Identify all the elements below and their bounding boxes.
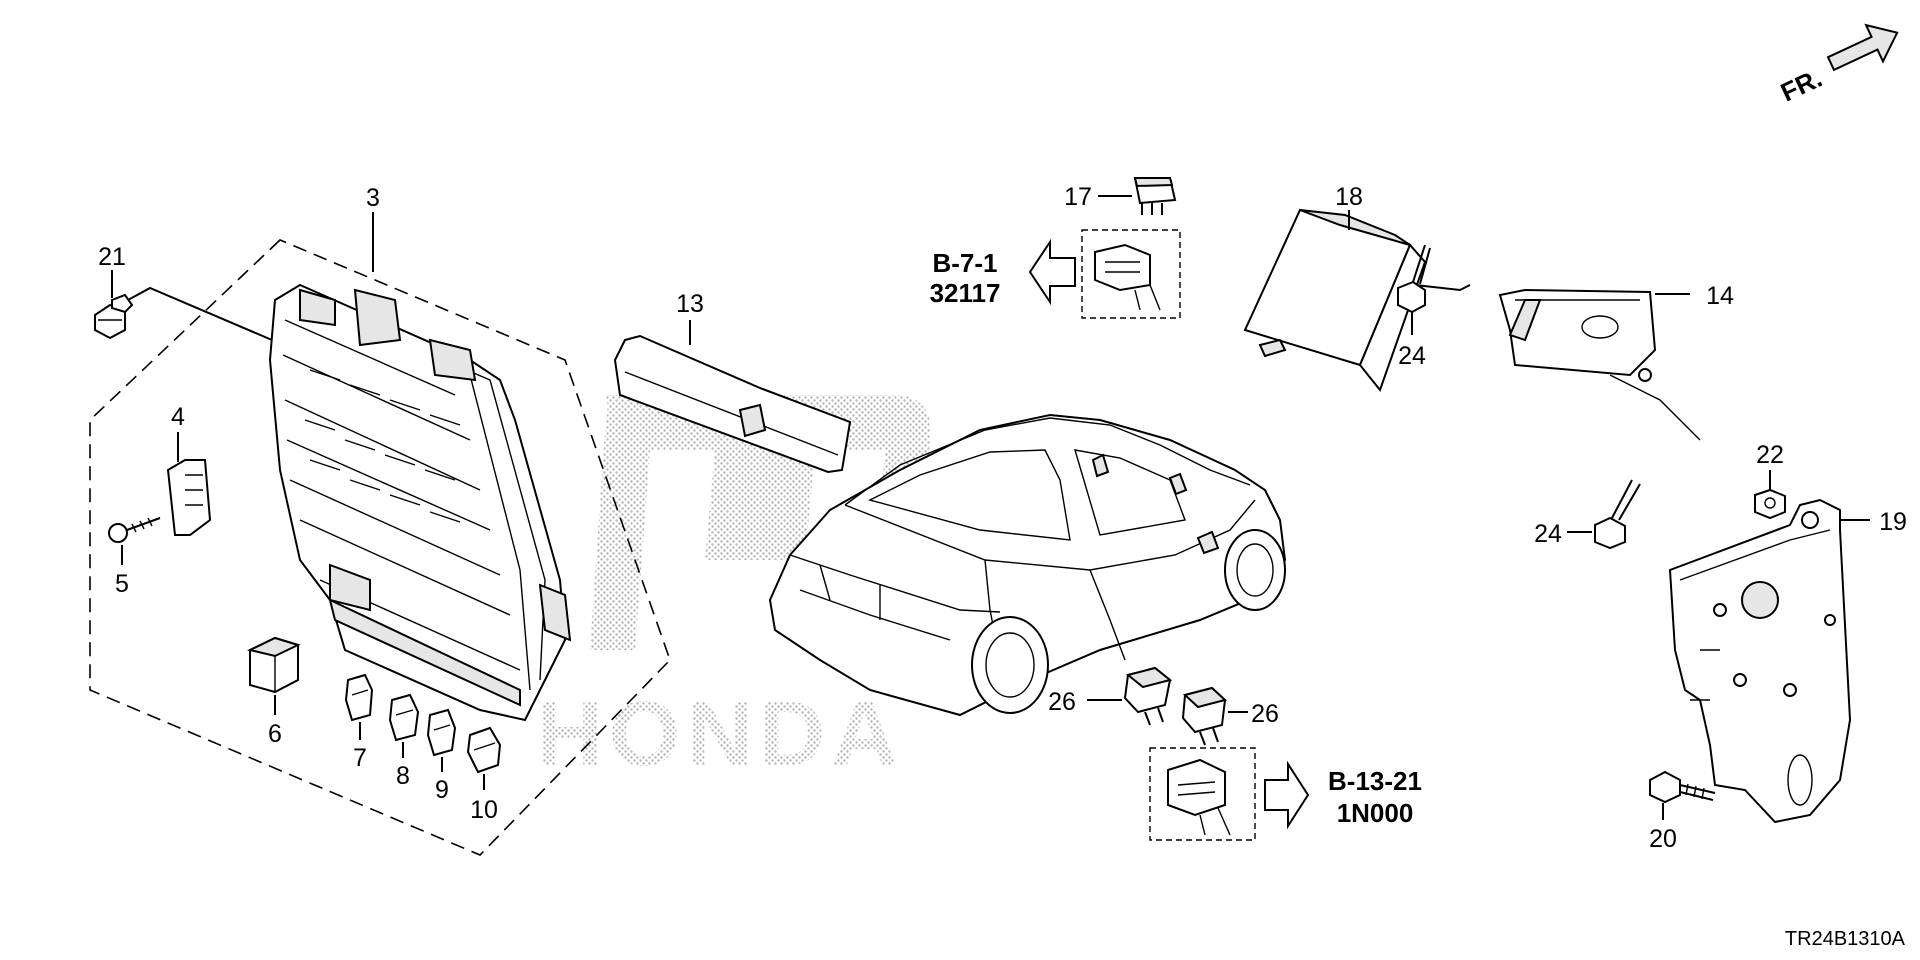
ref-b71-line2: 32117 <box>930 278 1001 308</box>
callout-8: 8 <box>396 762 410 790</box>
bolt-20 <box>1649 770 1716 804</box>
connector-b71-box <box>1081 229 1181 319</box>
reference-arrow-b1321-icon <box>1264 760 1310 830</box>
callout-10: 10 <box>470 796 498 824</box>
fuse-box-dashed-outline <box>89 239 671 856</box>
front-label: FR. <box>1776 63 1827 108</box>
relay-cover-6 <box>247 636 301 694</box>
connector-b1321-group: B-13-21 1N000 <box>1149 747 1422 841</box>
callout-5: 5 <box>115 570 129 598</box>
figure-code: TR24B1310A <box>1785 928 1906 950</box>
callout-4: 4 <box>171 403 185 431</box>
callout-21: 21 <box>98 243 126 271</box>
callout-26-left: 26 <box>1048 688 1076 716</box>
watermark-text: HONDA <box>536 683 903 785</box>
fuse-cover-7 <box>344 673 374 722</box>
callout-19: 19 <box>1879 508 1907 536</box>
fuse-cover-8 <box>388 693 420 742</box>
bracket-4 <box>166 459 212 536</box>
screw-5 <box>108 517 161 543</box>
vehicle-body <box>768 413 1287 717</box>
fuse-cover-10 <box>466 726 502 774</box>
under-dash-fuse-box <box>268 283 572 722</box>
callout-22: 22 <box>1756 441 1784 469</box>
relay-17 <box>1133 177 1177 215</box>
fuse-cover-9 <box>426 708 457 757</box>
bolt-21 <box>94 293 134 340</box>
callout-18: 18 <box>1335 183 1363 211</box>
callout-3: 3 <box>366 184 380 212</box>
callout-9: 9 <box>435 776 449 804</box>
control-unit-18 <box>1243 208 1471 393</box>
bracket-19 <box>1668 498 1852 824</box>
callout-14: 14 <box>1706 282 1734 310</box>
front-arrow-indicator: FR. <box>1776 23 1899 108</box>
connector-b71-group: B-7-1 32117 <box>930 229 1181 319</box>
callout-6: 6 <box>268 720 282 748</box>
callout-26-right: 26 <box>1251 700 1279 728</box>
bolt-24-lower <box>1594 479 1641 550</box>
control-module-14 <box>1498 288 1701 441</box>
ref-b71-line1: B-7-1 <box>932 248 997 278</box>
honda-watermark: HONDA <box>536 395 931 785</box>
fuse-box-group: 3 21 4 5 6 <box>89 184 671 856</box>
callout-17: 17 <box>1064 183 1092 211</box>
relay-socket-26 <box>1167 758 1226 817</box>
callout-13: 13 <box>676 290 704 318</box>
front-arrow-icon <box>1826 23 1899 72</box>
connector-b1321-box <box>1149 747 1256 841</box>
relay-26-left <box>1123 666 1173 726</box>
reference-arrow-b71-icon <box>1028 238 1076 306</box>
relay-socket-17 <box>1094 243 1151 292</box>
nut-22 <box>1754 488 1786 520</box>
bolt-24-upper <box>1397 244 1431 314</box>
callout-7: 7 <box>353 744 367 772</box>
callout-24-lower: 24 <box>1534 520 1562 548</box>
callout-20: 20 <box>1649 825 1677 853</box>
ref-b1321-line1: B-13-21 <box>1328 766 1422 796</box>
cover-13 <box>613 334 852 474</box>
callout-24-upper: 24 <box>1398 342 1426 370</box>
ref-b1321-line2: 1N000 <box>1337 798 1414 828</box>
relay-26-right <box>1181 686 1228 746</box>
leader-21 <box>111 270 273 341</box>
